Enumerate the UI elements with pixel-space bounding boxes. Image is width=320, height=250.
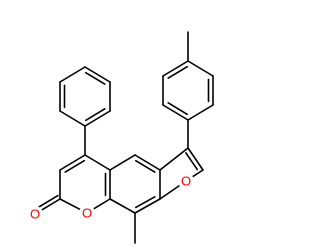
- bond-c2-oc: [40, 198, 61, 212]
- bond-ph1-ph2: [59, 110, 86, 127]
- bond-c6-c3f: [159, 147, 189, 171]
- bond-c5-c6-double: [134, 159, 156, 173]
- bond-c3-c4: [59, 154, 86, 171]
- bond-c3-c4-double: [64, 159, 86, 173]
- bond-c8-c8a: [109, 198, 136, 214]
- furan-oxygen-halo: [178, 173, 194, 189]
- bond-c5-c6: [134, 154, 161, 171]
- bond-tl3-tl4-double: [167, 65, 189, 79]
- bond-c4a-c5: [109, 154, 136, 171]
- bond-ph6-ph1: [84, 110, 111, 127]
- atom-label-layer: O O O: [27, 173, 194, 222]
- structure-diagram: O O O: [27, 31, 214, 244]
- bond-of-c7: [159, 184, 182, 200]
- bond-tl4-tl5: [187, 60, 214, 77]
- pyranone-oxygen-halo: [79, 205, 95, 221]
- bond-ph3-ph4: [59, 66, 86, 83]
- bond-tl1-tl2: [162, 104, 189, 121]
- bond-c2-oc-double: [38, 194, 59, 208]
- bond-ph4-ph5: [84, 66, 111, 83]
- bond-o1-c2: [59, 198, 82, 211]
- bond-ph6-ph1-double: [85, 108, 106, 122]
- bond-c3f-c2f-double: [185, 152, 199, 171]
- bond-c7-c8: [134, 198, 161, 214]
- bond-c2f-of: [191, 169, 204, 178]
- furan-oxygen-label: O: [181, 174, 191, 189]
- bond-c4-c4a: [84, 154, 111, 171]
- bond-layer: [38, 31, 214, 244]
- bond-ph4-ph5-double: [84, 71, 106, 85]
- bond-tl6-tl1: [187, 104, 214, 121]
- bond-c3f-c2f: [187, 147, 204, 171]
- bond-tl1-tl2-double: [167, 102, 188, 116]
- carbonyl-oxygen-label: O: [30, 207, 40, 222]
- bond-c8a-o1: [92, 198, 111, 211]
- molecule-canvas: O O O: [27, 31, 214, 244]
- bond-c7-c8-double: [134, 195, 156, 209]
- carbonyl-oxygen-halo: [27, 206, 43, 222]
- pyranone-oxygen-label: O: [82, 206, 92, 221]
- bond-tl3-tl4: [162, 60, 189, 77]
